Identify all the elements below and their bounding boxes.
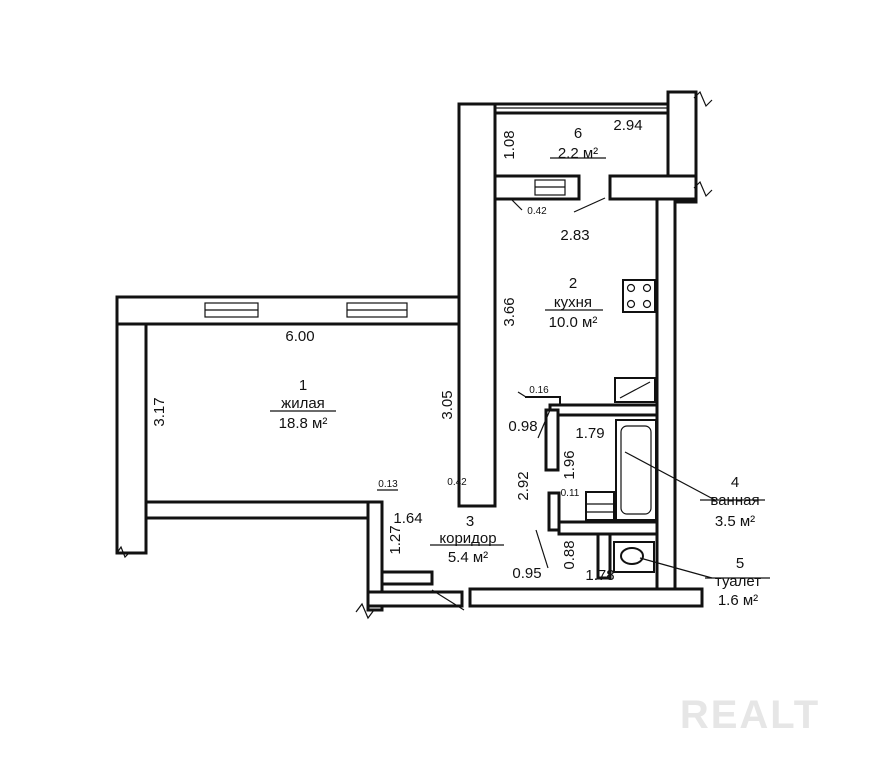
room-6-label: 6 2.2 м² <box>558 125 598 162</box>
leaders <box>270 157 770 579</box>
wall-bath-left <box>544 408 560 472</box>
wall-kitchen-top-right <box>608 174 698 201</box>
room-area: 10.0 м² <box>549 314 598 331</box>
wall-corridor-left <box>366 500 384 612</box>
dim-kitchen-width: 2.83 <box>560 227 589 244</box>
toilet-icon <box>613 541 655 573</box>
dim-corridor-f: 0.13 <box>378 479 398 490</box>
dim-bath-wall: 0.11 <box>561 488 580 499</box>
wall-entrance-top <box>380 570 434 586</box>
wall-kitchen-right <box>655 197 677 591</box>
room-number: 2 <box>569 275 577 292</box>
room-number: 1 <box>299 377 307 394</box>
dim-kitchen-niche: 0.16 <box>529 385 549 396</box>
room-number: 6 <box>574 125 582 142</box>
walls <box>115 90 713 620</box>
dim-balcony-depth: 1.08 <box>501 130 518 159</box>
room-area: 2.2 м² <box>558 145 598 162</box>
room-2-label: 2 кухня 10.0 м² <box>549 275 598 331</box>
dim-bath-height: 1.96 <box>561 450 578 479</box>
bathtub-icon <box>615 419 657 521</box>
wall-living-bottom <box>144 500 384 520</box>
dim-toilet-width: 1.78 <box>585 567 614 584</box>
wall-bath-toilet <box>557 520 659 536</box>
room-name: туалет <box>715 573 761 590</box>
dim-corridor-d: 1.27 <box>387 525 404 554</box>
room-area: 18.8 м² <box>279 415 328 432</box>
washbasin-icon <box>585 491 615 521</box>
dimension-labels: 6.00 3.17 3.05 0.42 3.66 2.83 2.94 1.08 … <box>151 117 643 584</box>
dim-living-inner: 3.05 <box>439 390 456 419</box>
stove-icon <box>622 279 656 313</box>
wall-toilet-left <box>596 532 612 580</box>
room-name: ванная <box>710 492 759 509</box>
room-area: 1.6 м² <box>718 592 758 609</box>
dim-balcony-width: 2.94 <box>613 117 642 134</box>
dim-corridor-a: 0.98 <box>508 418 537 435</box>
room-5-label: 5 туалет 1.6 м² <box>715 555 761 609</box>
dim-balcony-pier: 0.42 <box>527 206 547 217</box>
dim-corridor-b: 2.92 <box>515 471 532 500</box>
dim-living-pier: 0.42 <box>447 477 467 488</box>
dim-kitchen-height: 3.66 <box>501 297 518 326</box>
room-name: коридор <box>439 530 496 547</box>
room-number: 3 <box>466 513 474 530</box>
wall-bath-bottom <box>547 491 561 532</box>
watermark-logo: REALT <box>680 693 820 737</box>
dim-toilet-height: 0.88 <box>561 540 578 569</box>
dim-corridor-e: 0.95 <box>512 565 541 582</box>
dim-living-height: 3.17 <box>151 397 168 426</box>
wall-living-left <box>115 295 148 555</box>
sink-icon <box>614 377 656 403</box>
dim-corridor-c: 1.64 <box>393 510 422 527</box>
room-number: 4 <box>731 474 739 491</box>
room-4-label: 4 ванная 3.5 м² <box>710 474 759 530</box>
wall-entrance-bottom <box>366 590 464 608</box>
dim-bath-width: 1.79 <box>575 425 604 442</box>
room-number: 5 <box>736 555 744 572</box>
room-name: жилая <box>281 395 325 412</box>
wall-partition <box>457 102 497 508</box>
room-area: 3.5 м² <box>715 513 755 530</box>
room-3-label: 3 коридор 5.4 м² <box>439 513 496 566</box>
wall-living-top <box>115 295 475 326</box>
dim-living-width: 6.00 <box>285 328 314 345</box>
room-area: 5.4 м² <box>448 549 488 566</box>
doors <box>431 409 551 611</box>
wall-bottom-right <box>468 587 704 608</box>
room-1-label: 1 жилая 18.8 м² <box>279 377 328 432</box>
fixtures <box>585 279 657 573</box>
wall-bath-top <box>548 403 659 417</box>
room-name: кухня <box>554 294 592 311</box>
